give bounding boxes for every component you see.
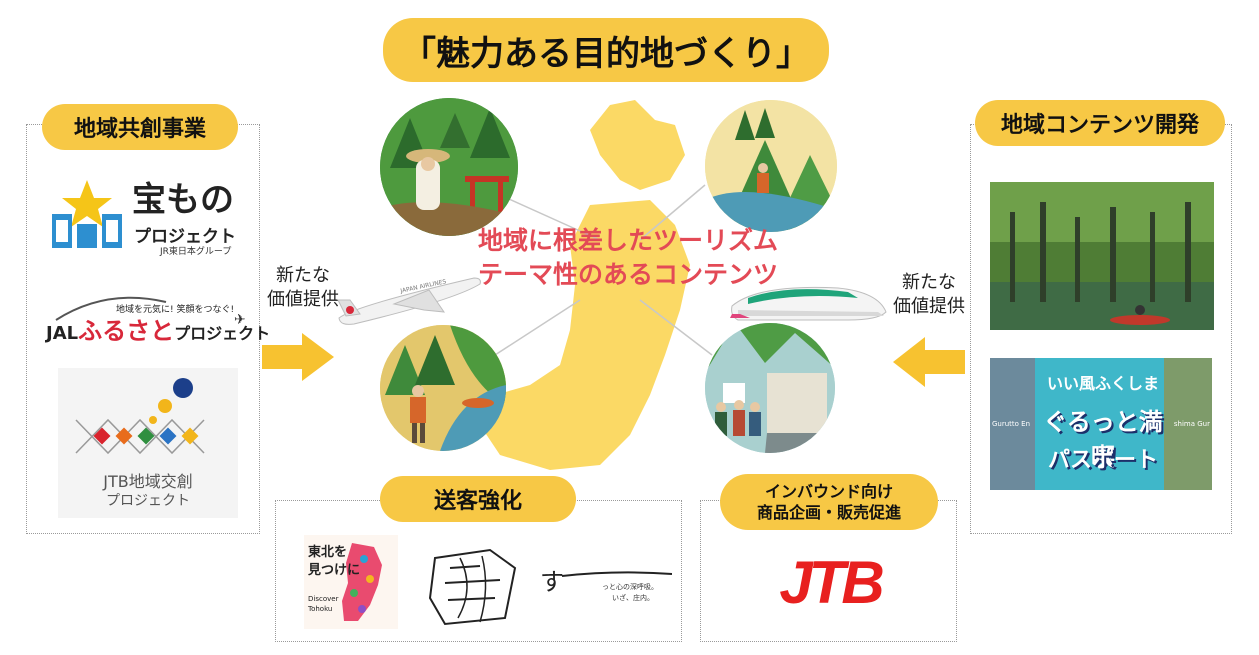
- jal-logo-text: JALふるさとプロジェクト: [46, 318, 270, 347]
- japan-map-illustration: [480, 100, 690, 470]
- shinkansen-illustration: [730, 286, 887, 321]
- jtb-logo: JTB: [779, 549, 884, 616]
- shonai-line-icon: [562, 571, 672, 577]
- takaramono-sub: プロジェクト: [134, 227, 236, 247]
- forest-photo: [990, 182, 1214, 330]
- takaramono-group: JR東日本グループ: [160, 247, 232, 257]
- jtb-region-mark-icon: [75, 378, 205, 455]
- tohoku-line2: 見つけに: [308, 563, 361, 578]
- new-value-right-line1: 新たな: [902, 272, 956, 293]
- tohoku-line1: 東北を: [308, 545, 348, 560]
- jal-furusato: ふるさと: [78, 317, 175, 345]
- fukushima-photo-right: [1164, 358, 1212, 490]
- fukushima-side-left: Gurutto En: [992, 420, 1031, 428]
- tohoku-en1: Discover: [308, 595, 339, 603]
- jal-tagline: 地域を元気に! 笑顔をつなぐ!: [116, 305, 235, 315]
- hiker-mountain-scene-icon: [705, 100, 837, 232]
- center-message-line2: テーマ性のあるコンテンツ: [477, 260, 778, 289]
- left-panel-heading: 地域共創事業: [42, 104, 238, 150]
- right-panel-heading: 地域コンテンツ開発: [975, 100, 1225, 146]
- discover-tohoku-logo: 東北を 見つけに Discover Tohoku: [304, 535, 398, 629]
- fukushima-photo-left: [990, 358, 1035, 490]
- dam-group-scene-icon: [705, 323, 835, 453]
- jtb-region-project-logo: JTB地域交創 プロジェクト: [58, 368, 238, 518]
- shonai-logo: す っと心の深呼吸。 いざ、庄内。: [540, 560, 672, 610]
- pilgrim-illustration-circle: [380, 98, 518, 236]
- jal-prefix: JAL: [46, 323, 79, 344]
- new-value-left-line2: 価値提供: [267, 289, 339, 310]
- fukushima-line1: いい風ふくしま: [1046, 374, 1159, 393]
- bottom-right-heading-line2: 商品企画・販売促進: [756, 503, 901, 522]
- hiker-kayak-scene-icon: [380, 325, 506, 451]
- new-value-right: 新たな 価値提供: [884, 271, 974, 319]
- left-arrow-icon: [262, 333, 334, 381]
- left-panel-heading-text: 地域共創事業: [73, 117, 206, 142]
- jtb-region-line2: プロジェクト: [106, 493, 190, 509]
- takaramono-project-logo: 宝もの プロジェクト JR東日本グループ: [48, 180, 248, 260]
- new-value-left-line1: 新たな: [276, 265, 330, 286]
- new-value-left: 新たな 価値提供: [258, 264, 348, 312]
- fukushima-line2: ぐるっと満喫: [1043, 408, 1163, 471]
- pilgrim-scene-icon: [380, 98, 518, 236]
- tohoku-map-icon: [342, 543, 382, 621]
- page-title: 「魅力ある目的地づくり」: [402, 33, 810, 74]
- bottom-right-heading: インバウンド向け 商品企画・販売促進: [720, 474, 938, 530]
- takaramono-mark-icon: [52, 180, 122, 248]
- airplane-illustration: [337, 277, 481, 325]
- jal-suffix: プロジェクト: [174, 324, 271, 343]
- shiawase-fukushima-logo: [428, 548, 517, 626]
- title-pill: 「魅力ある目的地づくり」: [383, 18, 829, 82]
- bottom-right-heading-line1: インバウンド向け: [764, 482, 893, 501]
- bottom-left-heading-text: 送客強化: [433, 489, 522, 514]
- takaramono-main: 宝もの: [132, 180, 234, 220]
- dam-group-illustration-circle: [705, 323, 835, 453]
- hiker-kayak-illustration-circle: [380, 325, 506, 451]
- right-panel-heading-text: 地域コンテンツ開発: [1000, 113, 1199, 138]
- bottom-left-heading: 送客強化: [380, 476, 576, 522]
- jal-furusato-project-logo: 地域を元気に! 笑顔をつなぐ! JALふるさとプロジェクト ✈: [46, 292, 270, 347]
- new-value-right-line2: 価値提供: [893, 296, 965, 317]
- jal-arc-icon: [55, 296, 167, 321]
- center-message-line1: 地域に根差したツーリズム: [477, 226, 778, 255]
- fukushima-side-right: shima Gur: [1173, 420, 1210, 428]
- right-arrow-icon: [893, 337, 965, 387]
- jtb-region-line1: JTB地域交創: [103, 472, 193, 491]
- airplane-small-icon: ✈: [234, 312, 246, 328]
- shonai-script: す: [540, 568, 564, 596]
- shonai-line1: っと心の深呼吸。: [602, 583, 658, 591]
- fukushima-line3: パスポート: [1047, 448, 1158, 473]
- tohoku-en2: Tohoku: [308, 605, 333, 613]
- hiker-mountain-illustration-circle: [705, 100, 837, 232]
- fukushima-passport-image: Gurutto En shima Gur いい風ふくしま ぐるっと満喫 パスポー…: [990, 358, 1212, 490]
- center-message: 地域に根差したツーリズム テーマ性のあるコンテンツ: [458, 224, 798, 292]
- shonai-line2: いざ、庄内。: [612, 594, 654, 602]
